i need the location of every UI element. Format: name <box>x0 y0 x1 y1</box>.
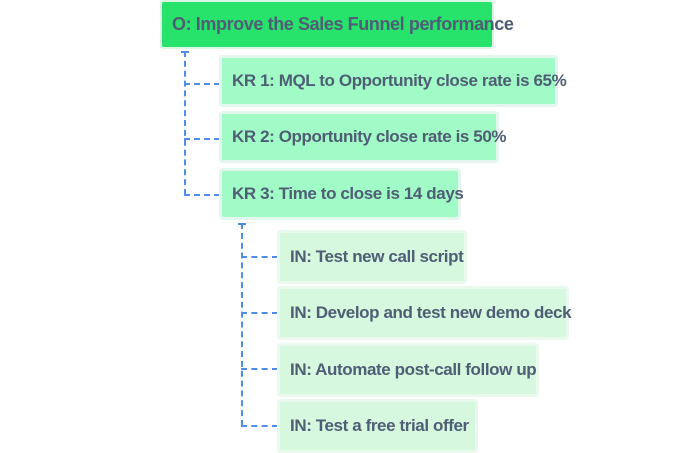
initiative-label: IN: Automate post-call follow up <box>290 360 537 379</box>
connector-objective-trunk <box>184 51 186 195</box>
key-result-label: KR 3: Time to close is 14 days <box>232 184 464 203</box>
connector-kr1 <box>184 83 220 85</box>
key-result-node-1[interactable]: KR 1: MQL to Opportunity close rate is 6… <box>219 55 567 107</box>
initiative-node-3[interactable]: IN: Automate post-call follow up <box>277 343 539 397</box>
connector-kr2 <box>184 138 220 140</box>
objective-label: O: Improve the Sales Funnel performance <box>172 14 514 34</box>
key-result-label: KR 1: MQL to Opportunity close rate is 6… <box>232 71 567 90</box>
connector-in4 <box>241 425 278 427</box>
key-result-node-3[interactable]: KR 3: Time to close is 14 days <box>219 168 464 220</box>
connector-in1 <box>241 256 278 258</box>
objective-node[interactable]: O: Improve the Sales Funnel performance <box>160 0 514 49</box>
initiative-node-2[interactable]: IN: Develop and test new demo deck <box>277 286 572 340</box>
connector-in3 <box>241 368 278 370</box>
initiative-label: IN: Test a free trial offer <box>290 416 469 435</box>
initiative-node-4[interactable]: IN: Test a free trial offer <box>277 399 478 453</box>
initiative-node-1[interactable]: IN: Test new call script <box>277 230 467 284</box>
initiative-label: IN: Test new call script <box>290 247 464 266</box>
connector-kr3-trunk <box>241 223 243 426</box>
key-result-node-2[interactable]: KR 2: Opportunity close rate is 50% <box>219 111 507 163</box>
connector-kr3 <box>184 194 220 196</box>
initiative-label: IN: Develop and test new demo deck <box>290 303 572 322</box>
connector-in2 <box>241 312 278 314</box>
key-result-label: KR 2: Opportunity close rate is 50% <box>232 127 507 146</box>
